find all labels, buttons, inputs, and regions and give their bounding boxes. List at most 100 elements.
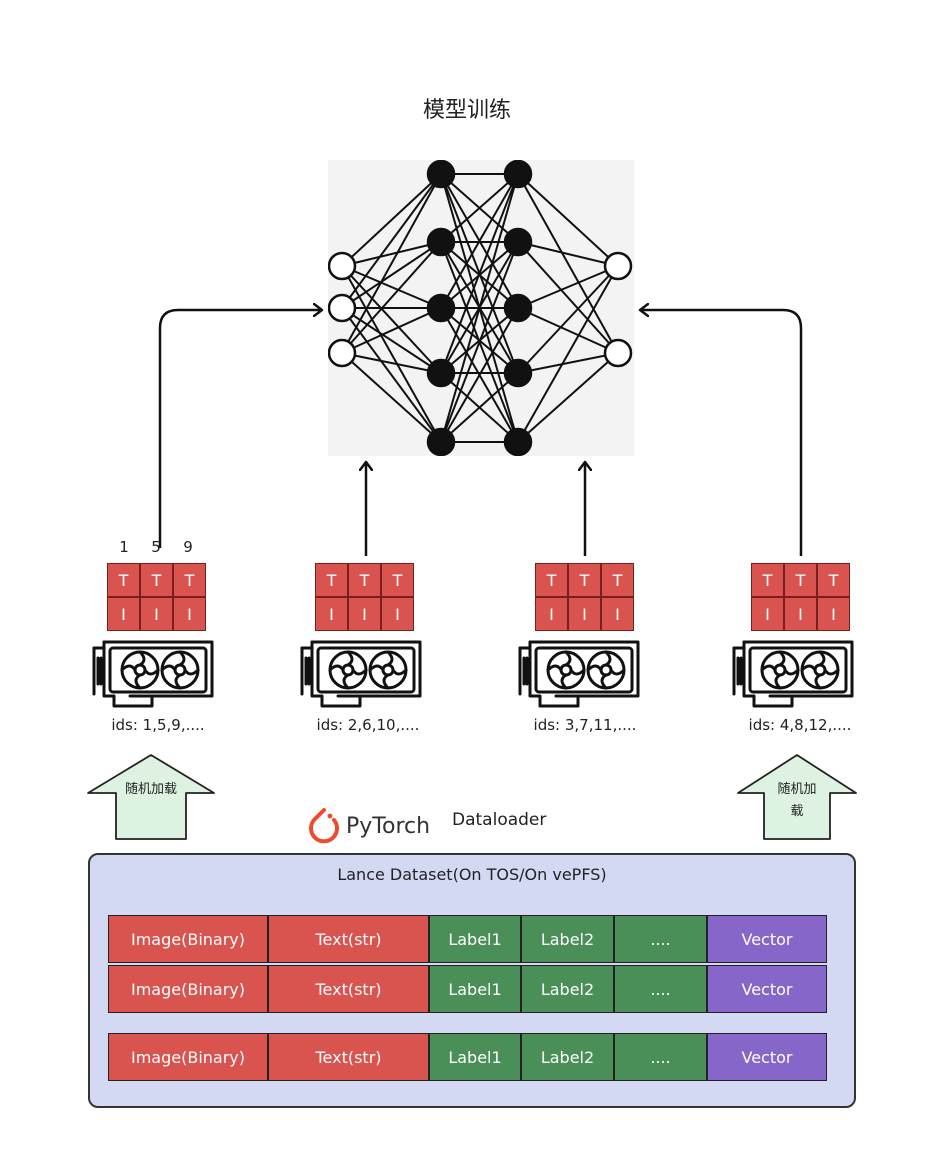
network-node [426, 293, 456, 323]
network-edge [440, 307, 519, 443]
network-edge [440, 241, 519, 443]
arrow-gpu1-to-network [158, 310, 322, 548]
gpu-icon [516, 636, 646, 716]
network-node [503, 159, 533, 189]
dataset-cell-text: Text(str) [268, 1033, 429, 1081]
batch-cell: T [535, 563, 568, 597]
dataset-cell-label1: Label1 [429, 915, 521, 963]
network-edge [341, 265, 442, 374]
up-arrow-icon [737, 754, 857, 840]
pytorch-label: PyTorch [346, 813, 431, 839]
sample-index: 9 [183, 538, 193, 556]
dataset-cell-text: Text(str) [268, 965, 429, 1013]
batch-cell: T [817, 563, 850, 597]
batch-cell: I [107, 597, 140, 631]
batch-cell: T [601, 563, 634, 597]
network-node [327, 293, 357, 323]
gpu-ids-label: ids: 3,7,11,.... [533, 716, 637, 734]
batch-cell: T [173, 563, 206, 597]
batch-cell: T [568, 563, 601, 597]
graphics-card-icon [92, 640, 214, 708]
graphics-card-icon [518, 640, 640, 708]
network-edge [517, 352, 619, 443]
network-node [426, 227, 456, 257]
network-edge [341, 241, 442, 354]
batch-cell: I [817, 597, 850, 631]
network-edge [517, 307, 619, 354]
network-edge [341, 241, 442, 267]
dataset-cell-label1: Label1 [429, 1033, 521, 1081]
network-node [603, 251, 633, 281]
batch-cell: I [751, 597, 784, 631]
dataset-cell-ellipsis: .... [614, 1033, 707, 1081]
network-node [503, 293, 533, 323]
random-load-arrow-right: 随机加载 [736, 753, 858, 841]
graphics-card-icon [300, 640, 422, 708]
network-node [327, 338, 357, 368]
network-edge [440, 173, 519, 374]
network-edge [341, 307, 442, 443]
network-node [426, 427, 456, 457]
network-node [327, 251, 357, 281]
network-edge [341, 352, 442, 443]
dataset-row: Image(Binary) Text(str) Label1 Label2 ..… [108, 915, 827, 963]
network-node [503, 227, 533, 257]
gpu-icon [730, 636, 860, 716]
dataset-cell-ellipsis: .... [614, 965, 707, 1013]
sample-index: 1 [119, 538, 129, 556]
pytorch-flame-icon [309, 808, 339, 844]
network-edge [517, 241, 619, 354]
dataset-row: Image(Binary) Text(str) Label1 Label2 ..… [108, 965, 827, 1013]
batch-cell: I [140, 597, 173, 631]
network-edge [440, 173, 519, 243]
network-edge [341, 352, 442, 374]
batch-cell: T [381, 563, 414, 597]
network-edge [517, 241, 619, 267]
dataset-cell-vector: Vector [707, 1033, 827, 1081]
network-edge [517, 265, 619, 443]
network-edge [517, 173, 619, 267]
dataset-cell-label2: Label2 [521, 1033, 614, 1081]
gpu-ids-label: ids: 1,5,9,.... [111, 716, 205, 734]
sample-index: 5 [151, 538, 161, 556]
network-edge [341, 265, 442, 443]
network-node [426, 358, 456, 388]
batch-cell: I [535, 597, 568, 631]
dataset-cell-ellipsis: .... [614, 915, 707, 963]
network-edge [341, 173, 442, 309]
network-edge [517, 352, 619, 374]
dataset-title: Lance Dataset(On TOS/On vePFS) [337, 865, 607, 884]
batch-cell: I [601, 597, 634, 631]
network-edge [341, 307, 442, 354]
lance-dataset-box: Lance Dataset(On TOS/On vePFS) Image(Bin… [88, 853, 856, 1108]
batch-cell: I [348, 597, 381, 631]
batch-cell: T [348, 563, 381, 597]
network-edge [517, 173, 619, 354]
dataset-row: Image(Binary) Text(str) Label1 Label2 ..… [108, 1033, 827, 1081]
batch-cell: T [784, 563, 817, 597]
dataset-cell-image: Image(Binary) [108, 915, 268, 963]
network-edge [341, 307, 442, 374]
gpu-icon [90, 636, 220, 716]
network-edge [341, 241, 442, 309]
network-edge [341, 265, 442, 309]
dataset-cell-label2: Label2 [521, 965, 614, 1013]
batch-cell: T [751, 563, 784, 597]
random-load-arrow-left: 随机加载 [86, 753, 216, 841]
batch-cell: I [173, 597, 206, 631]
graphics-card-icon [732, 640, 854, 708]
dataset-cell-label1: Label1 [429, 965, 521, 1013]
gpu-ids-label: ids: 4,8,12,.... [748, 716, 852, 734]
arrow-gpu4-to-network [640, 310, 803, 556]
network-edge [517, 265, 619, 374]
batch-cell: T [107, 563, 140, 597]
batch-grid-gpu-2: T T T I I I [315, 563, 414, 631]
batch-cell: I [315, 597, 348, 631]
batch-cell: T [315, 563, 348, 597]
dataset-cell-text: Text(str) [268, 915, 429, 963]
batch-cell: I [784, 597, 817, 631]
dataset-cell-label2: Label2 [521, 915, 614, 963]
network-edge [440, 173, 519, 309]
network-edge [341, 173, 442, 354]
batch-grid-gpu-1: T T T I I I [107, 563, 206, 631]
